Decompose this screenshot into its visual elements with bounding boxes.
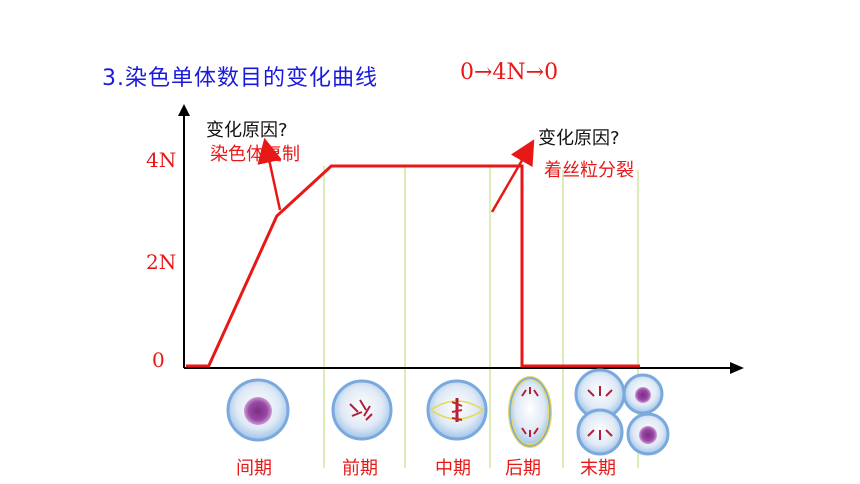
cell-daughter-cells — [622, 373, 670, 456]
cell-anaphase — [508, 376, 552, 448]
cell-interphase — [226, 378, 290, 442]
annotation-arrow-separation — [490, 139, 535, 213]
cell-prophase — [331, 379, 393, 441]
phase-label-prophase: 前期 — [342, 458, 378, 479]
cell-metaphase — [426, 379, 488, 441]
phase-label-anaphase: 后期 — [505, 458, 541, 479]
y-tick-4n: 4N — [146, 148, 177, 172]
x-axis-arrow — [730, 362, 744, 374]
phase-label-interphase: 间期 — [236, 458, 272, 479]
question-separation: 变化原因? — [538, 128, 620, 149]
question-replication: 变化原因? — [206, 120, 288, 141]
y-axis-arrow — [178, 104, 190, 116]
answer-separation: 着丝粒分裂 — [544, 160, 634, 181]
diagram-title: 3.染色单体数目的变化曲线 — [102, 66, 378, 91]
cell-telophase — [574, 368, 626, 456]
y-tick-2n: 2N — [146, 250, 177, 274]
chromatid-curve — [186, 164, 640, 368]
phase-label-metaphase: 中期 — [435, 458, 471, 479]
phase-label-telophase: 末期 — [580, 458, 616, 479]
formula-text: 0→4N→0 — [460, 60, 559, 85]
y-tick-0: 0 — [152, 348, 165, 372]
annotation-arrow-replication — [257, 137, 282, 211]
